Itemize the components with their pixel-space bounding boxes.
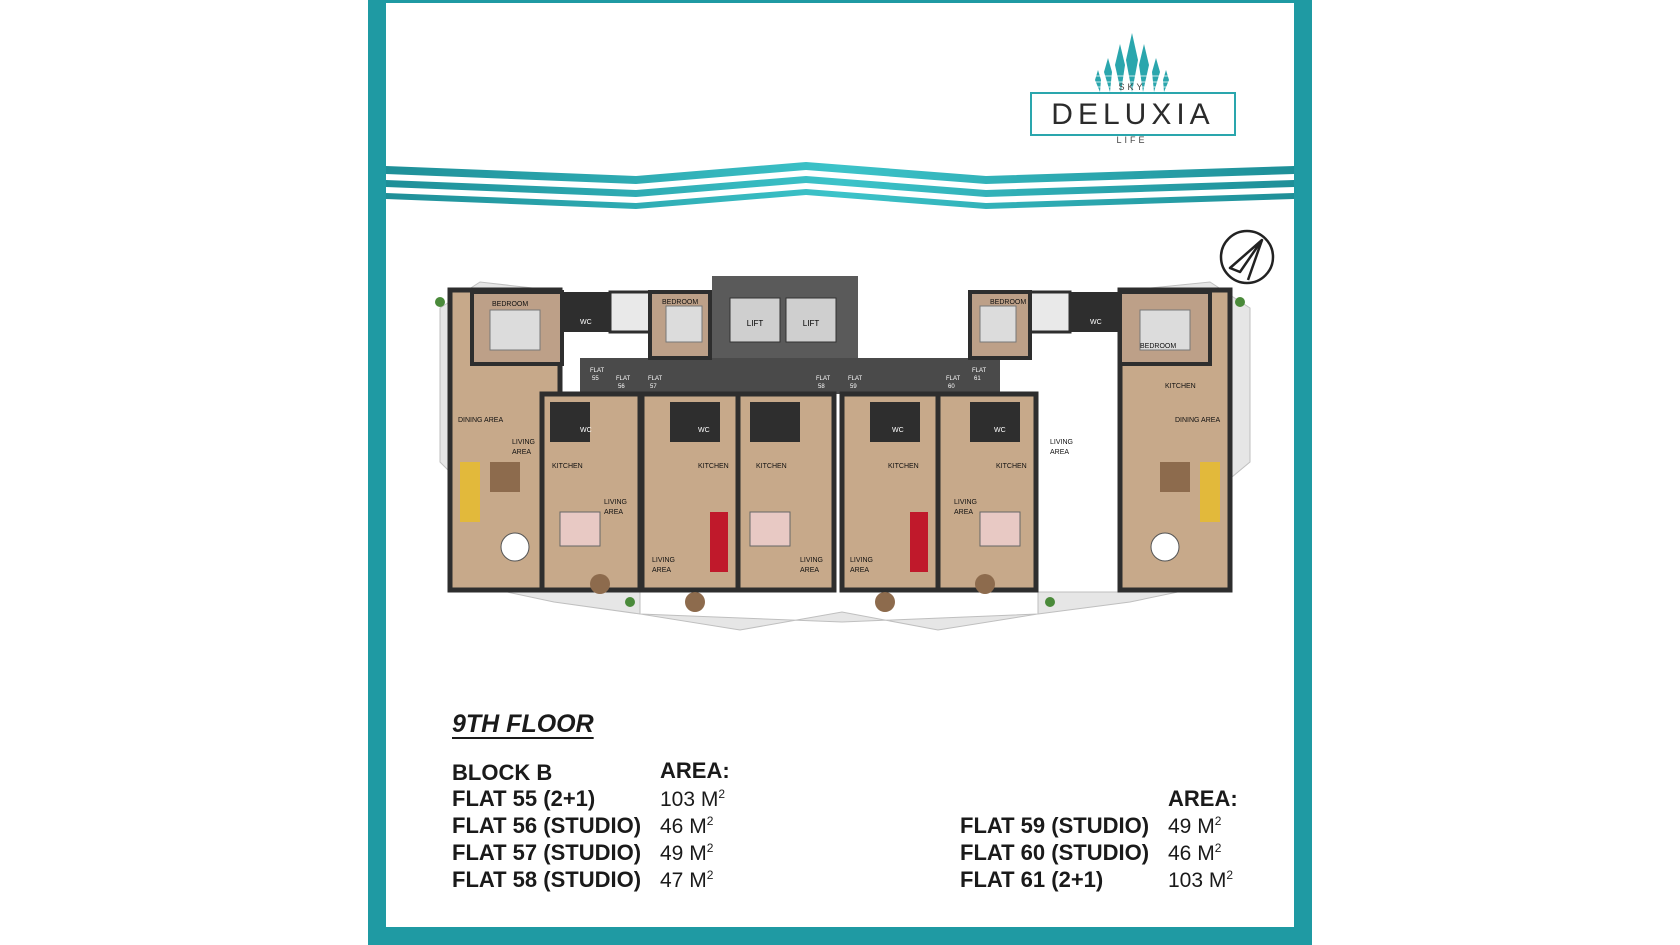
flat-number: 60: [948, 384, 955, 390]
room-label-bedroom: BEDROOM: [1140, 343, 1176, 350]
room-label-living: LIVING: [954, 499, 977, 506]
area-header-right: AREA:: [1168, 786, 1238, 811]
flat-row-area: 103 M2: [1168, 868, 1234, 892]
flat-number: 58: [818, 384, 825, 390]
flat-row-name: FLAT 58 (STUDIO): [452, 867, 642, 892]
room-label-wc: WC: [892, 427, 904, 434]
room-label-living: LIVING: [1050, 439, 1073, 446]
room-label-kitchen: KITCHEN: [1165, 383, 1196, 390]
room-label-area: AREA: [850, 567, 869, 574]
room-label-bedroom: BEDROOM: [990, 299, 1026, 306]
brand-logo: SKY DELUXIA LIFE: [1022, 30, 1242, 150]
brand-top-text: SKY: [1118, 82, 1146, 92]
flat-row-name: FLAT 61 (2+1): [960, 867, 1104, 892]
area-header-left: AREA:: [660, 758, 730, 783]
floor-title: 9TH FLOOR: [452, 710, 594, 738]
flat-row-area: 47 M2: [660, 868, 714, 892]
room-label-area: AREA: [954, 509, 973, 516]
flat-label: FLAT: [616, 376, 631, 382]
flat-row-area: 46 M2: [1168, 841, 1222, 865]
block-header: BLOCK B: [452, 760, 553, 785]
room-label-kitchen: KITCHEN: [888, 463, 919, 470]
room-label-kitchen: KITCHEN: [756, 463, 787, 470]
skyline-logo-icon: [1092, 33, 1172, 92]
flat-number: 56: [618, 384, 625, 390]
room-label-wc: WC: [580, 427, 592, 434]
flat-number: 59: [850, 384, 857, 390]
flat-row-name: FLAT 55 (2+1): [452, 786, 596, 811]
flat-number: 61: [974, 376, 981, 382]
lift-label: LIFT: [803, 319, 820, 328]
flat-row-area: 103 M2: [660, 787, 726, 811]
flat-number: 57: [650, 384, 657, 390]
room-label-area: AREA: [604, 509, 623, 516]
room-label-living: LIVING: [800, 557, 823, 564]
room-label-area: AREA: [512, 449, 531, 456]
brand-bottom-text: LIFE: [1116, 135, 1148, 145]
flat-label: FLAT: [848, 376, 863, 382]
room-label-area: AREA: [652, 567, 671, 574]
flat-label: FLAT: [946, 376, 961, 382]
flat-row-name: FLAT 56 (STUDIO): [452, 813, 642, 838]
room-label-bedroom: BEDROOM: [492, 301, 528, 308]
room-label-wc: WC: [580, 319, 592, 326]
room-label-kitchen: KITCHEN: [996, 463, 1027, 470]
flat-row-name: FLAT 57 (STUDIO): [452, 840, 642, 865]
room-label-wc: WC: [1090, 319, 1102, 326]
room-label-area: AREA: [1050, 449, 1069, 456]
flat-row-name: FLAT 60 (STUDIO): [960, 840, 1150, 865]
lift-label: LIFT: [747, 319, 764, 328]
room-label-wc: WC: [698, 427, 710, 434]
flat-row-name: FLAT 59 (STUDIO): [960, 813, 1150, 838]
brand-name: DELUXIA: [1051, 98, 1215, 131]
flat-number: 55: [592, 376, 599, 382]
room-label-living: LIVING: [652, 557, 675, 564]
room-label-living: LIVING: [512, 439, 535, 446]
flat-row-area: 49 M2: [1168, 814, 1222, 838]
room-label-dining: DINING AREA: [1175, 417, 1220, 424]
flat-label: FLAT: [590, 368, 605, 374]
flat-label: FLAT: [972, 368, 987, 374]
compass-north-icon: [1219, 229, 1275, 285]
room-label-living: LIVING: [850, 557, 873, 564]
brand-name-box: DELUXIA: [1030, 92, 1236, 136]
flat-label: FLAT: [648, 376, 663, 382]
room-label-dining: DINING AREA: [458, 417, 503, 424]
flat-row-area: 49 M2: [660, 841, 714, 865]
room-label-bedroom: BEDROOM: [662, 299, 698, 306]
room-label-wc: WC: [994, 427, 1006, 434]
floor-plan: LIFT LIFT BEDROOM BEDROOM: [435, 276, 1251, 631]
room-label-kitchen: KITCHEN: [698, 463, 729, 470]
flat-label: FLAT: [816, 376, 831, 382]
room-label-area: AREA: [800, 567, 819, 574]
flat-row-area: 46 M2: [660, 814, 714, 838]
room-label-living: LIVING: [604, 499, 627, 506]
decorative-wave-stripes: [386, 162, 1294, 209]
room-label-kitchen: KITCHEN: [552, 463, 583, 470]
